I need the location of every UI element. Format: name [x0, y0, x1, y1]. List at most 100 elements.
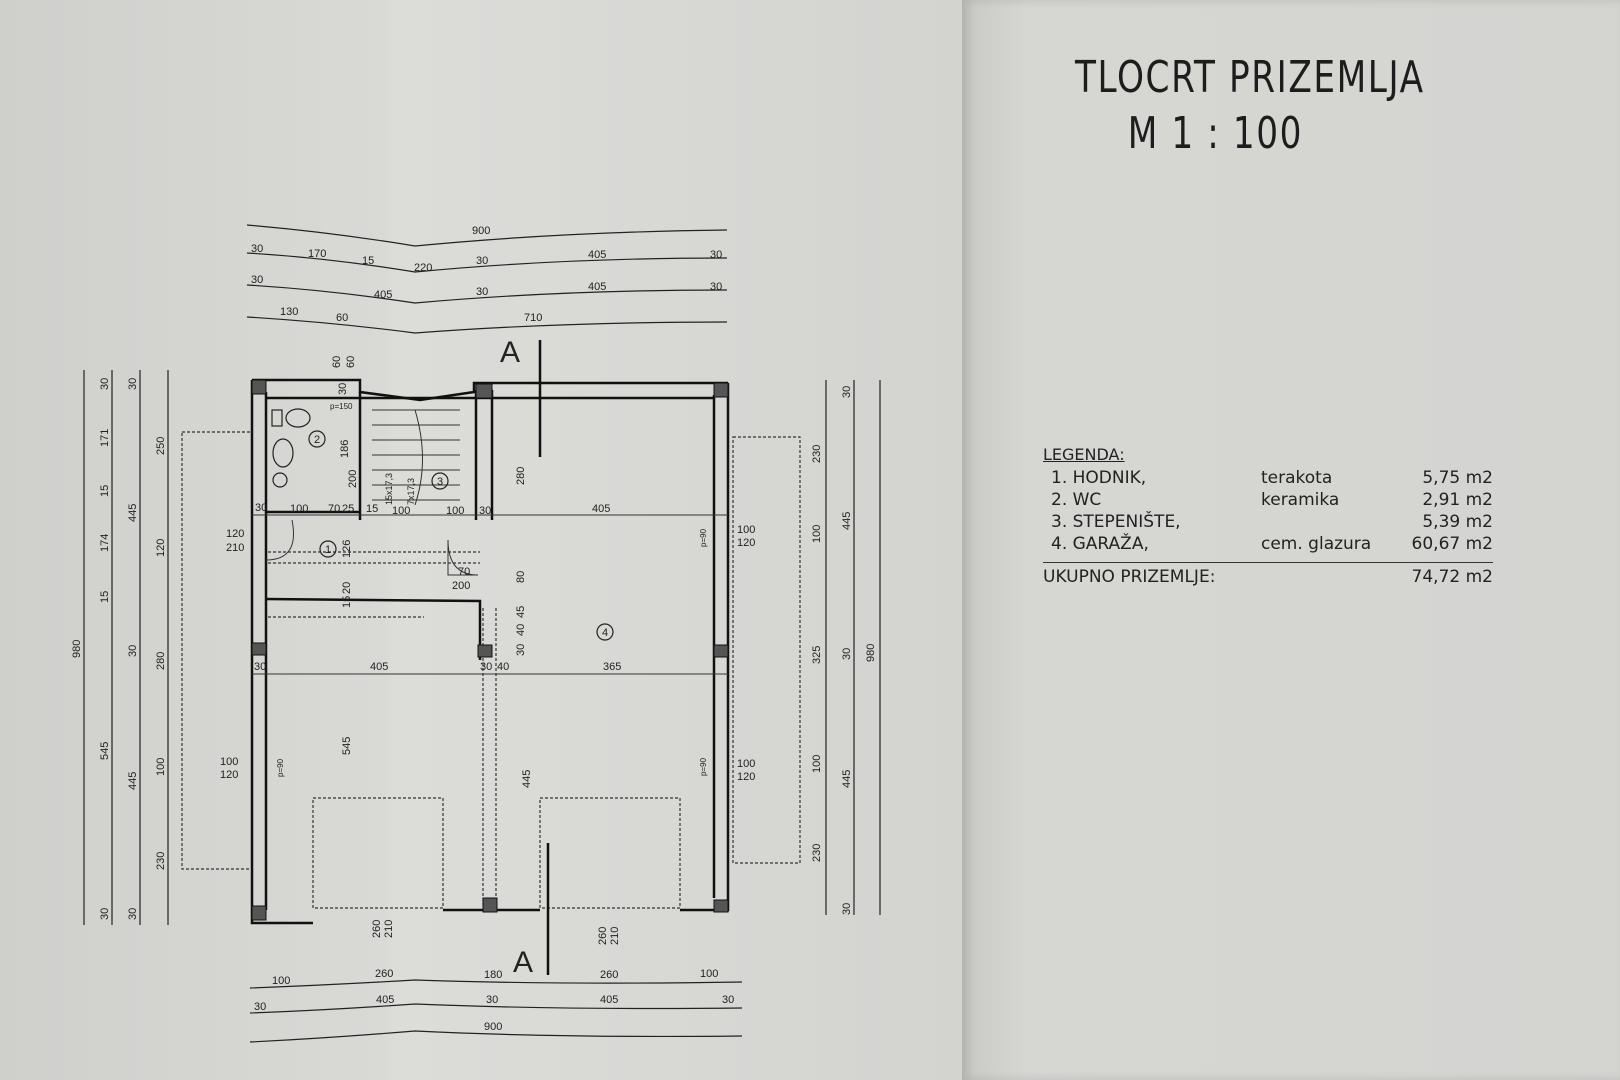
dim-label: 174 — [99, 534, 111, 552]
interior-dim: 15 — [341, 596, 353, 608]
column-post — [475, 383, 493, 399]
legend-room-material: keramika — [1261, 490, 1340, 510]
wall-interior-hall — [265, 597, 482, 660]
dim-label: 445 — [127, 504, 139, 522]
garage-door-right — [539, 797, 681, 909]
dim-label: 405 — [588, 249, 606, 261]
dim-label: 405 — [376, 994, 394, 1006]
interior-dim: 210 — [226, 542, 244, 554]
interior-dim: 405 — [592, 503, 610, 515]
dim-label: 120 — [155, 539, 167, 557]
dim-label: 900 — [484, 1021, 502, 1033]
dim-label: 30 — [127, 908, 139, 920]
window-sill-label: p=90 — [276, 758, 285, 777]
legend-row: 4. GARAŽA, cem. glazura 60,67 m2 — [1043, 534, 1493, 556]
column-post — [713, 644, 729, 658]
title-line-1: TLOCRT PRIZEMLJA — [1075, 52, 1425, 103]
drawing-title: TLOCRT PRIZEMLJA M 1 : 100 — [1075, 50, 1425, 162]
dim-label: 545 — [99, 742, 111, 760]
door-swing-hall — [265, 519, 294, 561]
dim-label: 30 — [254, 1001, 266, 1013]
interior-dim: 365 — [603, 661, 621, 673]
interior-dim: 25 — [342, 503, 354, 515]
legend-total-row: UKUPNO PRIZEMLJE: 74,72 m2 — [1043, 562, 1493, 591]
dim-label: 980 — [865, 644, 877, 662]
dim-label: 15 — [99, 591, 111, 603]
interior-dim: 40 — [515, 624, 527, 636]
garage-door-left — [312, 797, 444, 909]
interior-dim: 15x17,3 — [384, 473, 394, 505]
interior-dim: 200 — [452, 580, 470, 592]
window-sill-label: p=90 — [699, 528, 708, 547]
room-number-4: 4 — [602, 627, 608, 639]
legend-room-area: 60,67 m2 — [1411, 534, 1493, 554]
interior-dim: 545 — [341, 737, 353, 755]
legend-room-name: 1. HODNIK, — [1051, 468, 1147, 488]
dim-label: 230 — [811, 445, 823, 463]
interior-dim: 30 — [515, 644, 527, 656]
interior-dim: 260 — [597, 927, 609, 945]
dim-label: 445 — [841, 512, 853, 530]
dim-label: 171 — [99, 429, 111, 447]
interior-dim: 40 — [497, 661, 509, 673]
dim-label: 30 — [251, 274, 263, 286]
dim-label: 30 — [710, 281, 722, 293]
dim-line-bottom-2 — [249, 1003, 743, 1014]
title-scale: M 1 : 100 — [1127, 108, 1304, 159]
dim-label: 30 — [476, 255, 488, 267]
dim-label: 30 — [841, 903, 853, 915]
dim-label: 180 — [484, 969, 502, 981]
window-sill-label: p=90 — [699, 757, 708, 776]
section-marker-bottom: A — [513, 946, 533, 979]
interior-dim: 80 — [515, 571, 527, 583]
sink-icon — [272, 438, 294, 468]
paper-left-page — [0, 0, 962, 1080]
interior-dim: 100 — [290, 503, 308, 515]
dim-label: 30 — [127, 378, 139, 390]
dim-label: 405 — [600, 994, 618, 1006]
dim-label: 30 — [476, 286, 488, 298]
interior-dim: 15 — [366, 503, 378, 515]
interior-dim: 200 — [347, 470, 359, 488]
window-width-label: 100 — [737, 758, 755, 770]
column-post — [477, 644, 493, 658]
column-post — [482, 897, 498, 913]
legend-room-area: 5,39 m2 — [1422, 512, 1493, 532]
dim-label: 325 — [811, 646, 823, 664]
room-number-circle-3 — [431, 472, 449, 490]
dim-label: 220 — [414, 262, 432, 274]
dim-label: 60 — [336, 312, 348, 324]
hallway-hidden-lines — [268, 551, 480, 618]
wall-left — [250, 380, 313, 925]
legend-room-material: cem. glazura — [1261, 534, 1372, 554]
roof-outline-left — [181, 431, 253, 870]
dim-label: 30 — [486, 994, 498, 1006]
dim-line-bottom-1 — [249, 979, 743, 989]
dim-label: 100 — [811, 755, 823, 773]
interior-dim: 120 — [226, 528, 244, 540]
column-post — [251, 905, 267, 921]
dim-label: 405 — [374, 289, 392, 301]
interior-dim: 30 — [254, 661, 266, 673]
dim-label: 260 — [375, 968, 393, 980]
dim-label: 30 — [722, 994, 734, 1006]
paper-right-page — [962, 0, 1620, 1080]
stair-treads — [372, 409, 460, 501]
interior-dim: 445 — [521, 770, 533, 788]
interior-dim: 70 — [328, 503, 340, 515]
dim-label: 280 — [155, 652, 167, 670]
dim-label: 15 — [362, 255, 374, 267]
column-post — [713, 899, 729, 913]
legend-room-name: 4. GARAŽA, — [1051, 534, 1149, 554]
dim-label: 445 — [841, 770, 853, 788]
legend-row: 1. HODNIK, terakota 5,75 m2 — [1043, 468, 1493, 490]
interior-dim: 405 — [370, 661, 388, 673]
legend-room-area: 2,91 m2 — [1422, 490, 1493, 510]
interior-dim: 260 — [371, 920, 383, 938]
dim-label: 170 — [308, 248, 326, 260]
dim-label: 260 — [600, 969, 618, 981]
dim-label: 100 — [155, 758, 167, 776]
interior-dim: 210 — [609, 927, 621, 945]
interior-dim: 45 — [515, 606, 527, 618]
dim-label: 130 — [280, 306, 298, 318]
